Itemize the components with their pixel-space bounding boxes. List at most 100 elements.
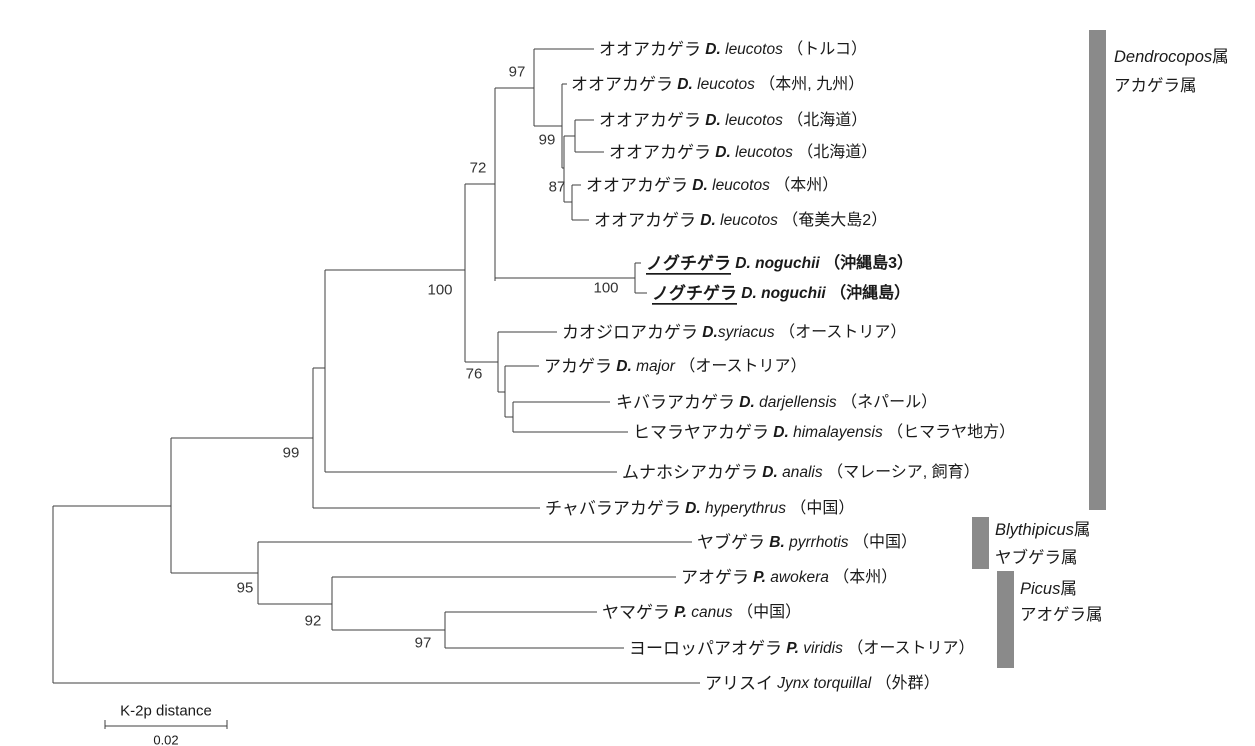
genus-group-label-part: Picus — [1020, 580, 1060, 598]
genus-group-label-part: Blythipicus — [995, 521, 1074, 539]
taxon-label-part: leucotos — [716, 212, 778, 229]
taxon-label-part: オオアカゲラ — [609, 143, 711, 162]
bootstrap-value: 76 — [466, 366, 483, 383]
taxon-label-part: キバラアカゲラ — [616, 393, 735, 412]
genus-group-label: アカゲラ属 — [1114, 76, 1197, 95]
taxon-label-part: オオアカゲラ — [599, 40, 701, 59]
taxon-label-part: canus — [687, 604, 733, 621]
taxon-label-part: D. — [688, 177, 708, 194]
taxon-label-part: ヤブゲラ — [697, 532, 765, 552]
taxon-label-part: オオアカゲラ — [594, 211, 696, 230]
taxon-label-part: noguchii — [757, 285, 827, 302]
taxon-label-part: アカゲラ — [544, 357, 612, 376]
taxon-label-part: B. — [765, 534, 785, 551]
taxon-label-part: カオジロアカゲラ — [562, 323, 698, 342]
taxon-label-part: （中国） — [786, 499, 854, 517]
taxon-label-part: leucotos — [708, 177, 770, 194]
taxon-label: アオゲラ P. awokera （本州） — [681, 568, 897, 587]
taxon-label-part: ヒマラヤアカゲラ — [633, 423, 769, 442]
taxon-label-part: （トルコ） — [783, 40, 867, 58]
genus-group-label-part: ヤブゲラ属 — [995, 547, 1078, 567]
taxon-label: チャバラアカゲラ D. hyperythrus （中国） — [545, 499, 854, 518]
taxon-label-part: （外群） — [871, 674, 939, 692]
taxon-label-part: ヨーロッパアオゲラ — [629, 639, 782, 658]
taxon-label: オオアカゲラ D. leucotos （北海道） — [609, 143, 877, 162]
genus-group-bar — [972, 517, 989, 569]
genus-group-label: Dendrocopos属 — [1114, 48, 1229, 66]
taxon-label-part: D. — [711, 144, 731, 161]
bootstrap-value: 100 — [593, 280, 618, 297]
taxon-label-part: ノグチゲラ — [652, 283, 737, 303]
taxon-label-part: （中国） — [733, 603, 801, 621]
taxon-label-part: D. — [681, 500, 701, 517]
taxon-label-part: leucotos — [721, 41, 783, 58]
genus-group-label-part: 属 — [1074, 521, 1091, 539]
taxon-label-part: D. — [758, 464, 778, 481]
genus-group-label-part: 属 — [1212, 48, 1229, 66]
bootstrap-value: 87 — [549, 179, 566, 196]
taxon-label-part: （ネパール） — [837, 393, 937, 411]
taxon-label-part: チャバラアカゲラ — [545, 499, 681, 518]
taxon-label-part: （中国） — [849, 533, 917, 551]
taxon-label-part: viridis — [799, 640, 843, 657]
taxon-label-part: （ヒマラヤ地方） — [883, 423, 1015, 441]
bootstrap-value: 72 — [470, 160, 487, 177]
taxon-label: ヒマラヤアカゲラ D. himalayensis （ヒマラヤ地方） — [633, 423, 1015, 442]
scalebar-label: K-2p distance — [120, 703, 212, 720]
taxon-label-part: （北海道） — [783, 111, 867, 129]
taxon-label-part: leucotos — [721, 112, 783, 129]
taxon-label-part: （北海道） — [793, 143, 877, 161]
taxon-label: オオアカゲラ D. leucotos （北海道） — [599, 111, 867, 130]
bootstrap-value: 95 — [237, 580, 254, 597]
taxon-label-part: D. — [701, 41, 721, 58]
taxon-label-part: （本州） — [770, 176, 838, 194]
taxon-label-part: P. — [782, 640, 799, 657]
taxon-label-part: D. — [737, 285, 757, 302]
bootstrap-value: 97 — [509, 64, 526, 81]
taxon-label: ノグチゲラ D. noguchii （沖縄島） — [652, 283, 910, 303]
taxon-label: ヤマゲラ P. canus （中国） — [602, 603, 801, 622]
taxon-label-part: （本州） — [829, 568, 897, 586]
genus-group-label-part: 属 — [1060, 580, 1077, 598]
taxon-label: オオアカゲラ D. leucotos （本州） — [586, 176, 838, 195]
taxon-label-part: （沖縄島） — [826, 283, 910, 302]
taxon-label-part: awokera — [766, 569, 829, 586]
bootstrap-value: 100 — [427, 282, 452, 299]
genus-group-label-part: アカゲラ属 — [1114, 76, 1197, 95]
taxon-label: カオジロアカゲラ D.syriacus （オーストリア） — [562, 323, 906, 342]
taxon-label: オオアカゲラ D. leucotos （本州, 九州） — [571, 75, 864, 94]
scalebar-value: 0.02 — [153, 733, 178, 746]
genus-group-label: アオゲラ属 — [1020, 605, 1103, 624]
bootstrap-value: 92 — [305, 613, 322, 630]
taxon-label-part: P. — [670, 604, 687, 621]
genus-group-label: Blythipicus属 — [995, 521, 1090, 539]
taxon-label-part: D. — [735, 394, 755, 411]
taxon-label-part: D. — [769, 424, 789, 441]
taxon-label-part: himalayensis — [789, 424, 883, 441]
genus-group-label: ヤブゲラ属 — [995, 547, 1078, 567]
genus-group-label-part: Dendrocopos — [1114, 48, 1212, 66]
taxon-label-part: （オーストリア） — [675, 357, 807, 375]
bootstrap-value: 99 — [283, 445, 300, 462]
taxon-label: オオアカゲラ D. leucotos （奄美大島2） — [594, 211, 887, 230]
taxon-label-part: D. — [696, 212, 716, 229]
taxon-label-part: アオゲラ — [681, 568, 749, 587]
taxon-label-part: オオアカゲラ — [571, 75, 673, 94]
genus-group-bar — [1089, 30, 1106, 510]
taxon-label-part: D. — [673, 76, 693, 93]
taxon-label: アリスイ Jynx torquillal （外群） — [705, 674, 940, 693]
taxon-label: ヨーロッパアオゲラ P. viridis （オーストリア） — [629, 639, 975, 658]
taxon-label-part: （オーストリア） — [775, 323, 907, 341]
taxon-label: オオアカゲラ D. leucotos （トルコ） — [599, 40, 867, 59]
taxon-label-part: hyperythrus — [701, 500, 787, 517]
taxon-label-part: syriacus — [718, 324, 775, 341]
taxon-label-part: P. — [749, 569, 766, 586]
taxon-label-part: D. — [701, 112, 721, 129]
taxon-label-part: （本州, 九州） — [755, 75, 864, 93]
taxon-label-part: オオアカゲラ — [586, 176, 688, 195]
taxon-label-part: leucotos — [731, 144, 793, 161]
taxon-label-part: D. — [731, 255, 751, 272]
genus-group-bar — [997, 571, 1014, 668]
